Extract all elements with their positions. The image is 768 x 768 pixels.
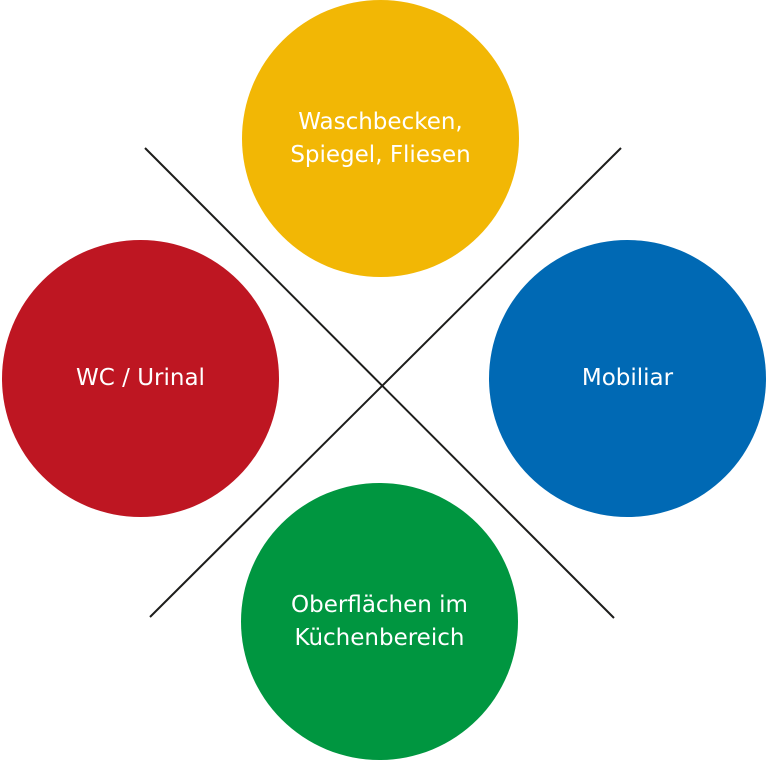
circle-right-label: Mobiliar <box>581 365 674 391</box>
diagonal-line-descending <box>144 147 615 619</box>
circle-bottom: Oberflächen im Küchenbereich <box>241 483 518 760</box>
circle-bottom-label: Oberflächen im Küchenbereich <box>291 591 468 651</box>
circle-top-label: Waschbecken, Spiegel, Fliesen <box>290 108 471 168</box>
circle-left: WC / Urinal <box>2 240 279 517</box>
diagonal-line-ascending <box>149 147 622 618</box>
circle-right: Mobiliar <box>489 240 766 517</box>
circle-left-label: WC / Urinal <box>76 365 205 391</box>
circle-top: Waschbecken, Spiegel, Fliesen <box>242 0 519 277</box>
